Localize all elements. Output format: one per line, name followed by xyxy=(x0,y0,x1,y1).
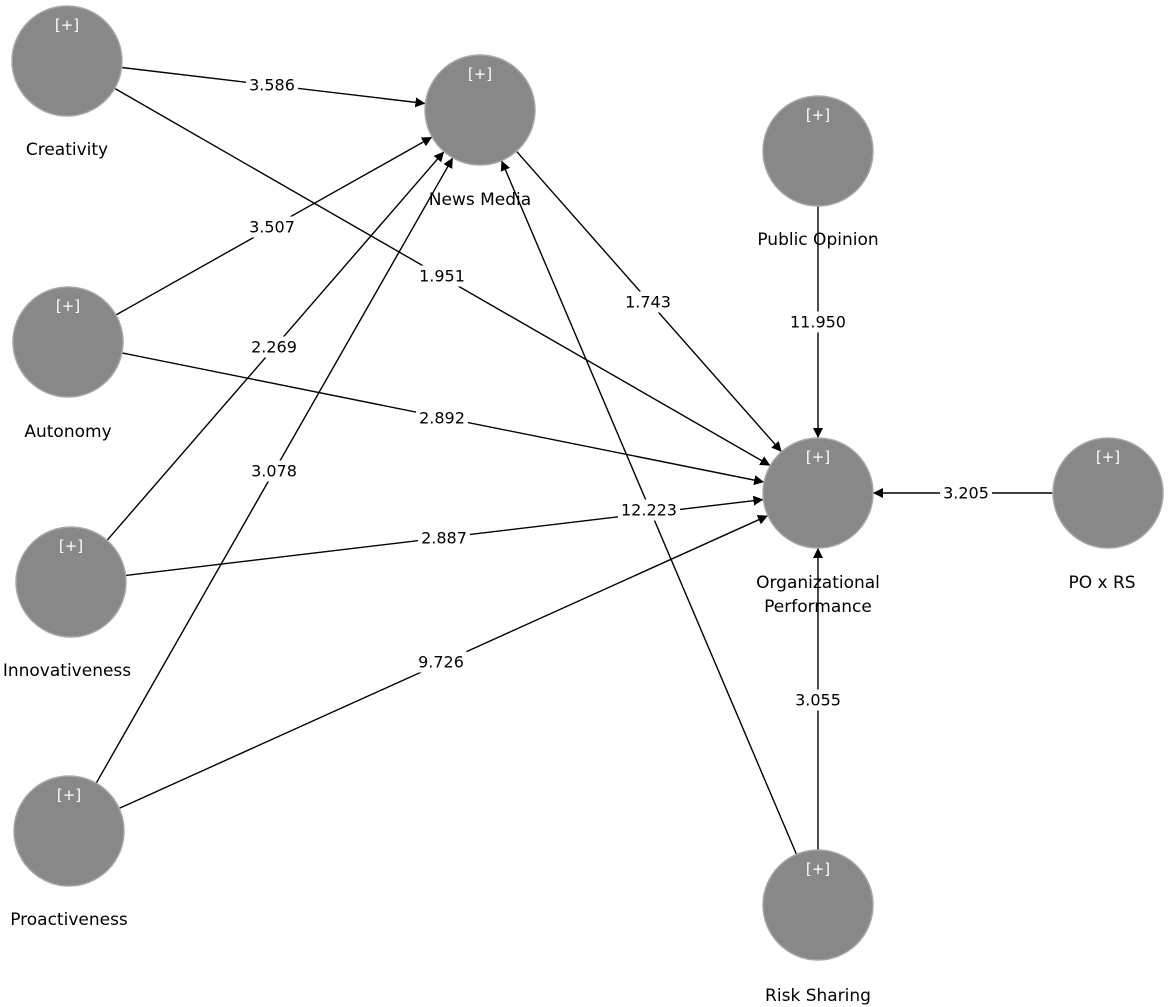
expand-toggle[interactable]: [+] xyxy=(806,448,830,466)
node-innovativeness[interactable]: [+] Innovativeness xyxy=(3,526,131,681)
edge-value-po-x-rs-to-organizational-performance: 3.205 xyxy=(943,484,989,503)
node-label: PO x RS xyxy=(1068,573,1135,593)
edge-value-innovativeness-to-news-media: 2.269 xyxy=(251,338,297,357)
node-po-x-rs[interactable]: [+] PO x RS xyxy=(1052,437,1164,593)
construct-circle[interactable] xyxy=(1052,437,1164,549)
construct-circle[interactable] xyxy=(13,775,125,887)
edge-value-risk-sharing-to-news-media: 12.223 xyxy=(621,501,677,520)
edge-value-background xyxy=(248,336,300,358)
construct-circle[interactable] xyxy=(424,54,536,166)
nodes-layer: [+] Creativity [+] Autonomy [+] Innovativenes… xyxy=(3,5,1164,1006)
edge-value-background xyxy=(622,291,674,313)
expand-toggle[interactable]: [+] xyxy=(468,65,492,83)
edge-value-background xyxy=(416,265,468,287)
edge-value-risk-sharing-to-organizational-performance: 3.055 xyxy=(795,691,841,710)
node-label: Creativity xyxy=(26,140,108,160)
edge-value-proactiveness-to-organizational-performance: 9.726 xyxy=(418,653,464,672)
edge-value-background xyxy=(418,527,470,549)
edge-value-background xyxy=(415,651,467,673)
edge-value-autonomy-to-organizational-performance: 2.892 xyxy=(419,409,465,428)
node-label: News Media xyxy=(429,190,531,210)
edge-value-news-media-to-organizational-performance: 1.743 xyxy=(625,293,671,312)
expand-toggle[interactable]: [+] xyxy=(55,16,79,34)
expand-toggle[interactable]: [+] xyxy=(59,537,83,555)
node-label: Proactiveness xyxy=(10,910,128,930)
expand-toggle[interactable]: [+] xyxy=(806,106,830,124)
expand-toggle[interactable]: [+] xyxy=(57,786,81,804)
edge-value-proactiveness-to-news-media: 3.078 xyxy=(251,462,297,481)
expand-toggle[interactable]: [+] xyxy=(806,860,830,878)
node-label: Autonomy xyxy=(24,422,111,442)
construct-circle[interactable] xyxy=(12,286,124,398)
edge-value-creativity-to-news-media: 3.586 xyxy=(249,76,295,95)
edge-value-creativity-to-organizational-performance: 1.951 xyxy=(419,267,465,286)
expand-toggle[interactable]: [+] xyxy=(1096,448,1120,466)
node-proactiveness[interactable]: [+] Proactiveness xyxy=(10,775,128,930)
construct-circle[interactable] xyxy=(11,5,123,117)
edge-value-background xyxy=(416,407,468,429)
node-label: Performance xyxy=(764,597,872,617)
edge-value-background xyxy=(246,216,298,238)
edge-value-autonomy-to-news-media: 3.507 xyxy=(249,218,295,237)
node-autonomy[interactable]: [+] Autonomy xyxy=(12,286,124,442)
construct-circle[interactable] xyxy=(762,437,874,549)
edge-labels-layer: 3.586 3.507 2.269 3.078 1.951 2.892 2.887 9.726… xyxy=(246,74,992,711)
node-news-media[interactable]: [+] News Media xyxy=(424,54,536,210)
edge-value-background xyxy=(787,311,849,333)
edge-value-innovativeness-to-organizational-performance: 2.887 xyxy=(421,529,467,548)
edge-value-background xyxy=(618,499,680,521)
edge-value-background xyxy=(940,482,992,504)
node-public-opinion[interactable]: [+] Public Opinion xyxy=(757,95,879,250)
edges-layer xyxy=(95,66,1053,855)
edge-value-background xyxy=(792,689,844,711)
node-label: Innovativeness xyxy=(3,661,131,681)
node-label: Organizational xyxy=(756,573,880,593)
edge-value-public-opinion-to-organizational-performance: 11.950 xyxy=(790,313,846,332)
expand-toggle[interactable]: [+] xyxy=(56,297,80,315)
edge-value-background xyxy=(246,74,298,96)
node-label: Public Opinion xyxy=(757,230,878,250)
edge-value-background xyxy=(248,460,300,482)
construct-circle[interactable] xyxy=(762,849,874,961)
node-creativity[interactable]: [+] Creativity xyxy=(11,5,123,160)
node-label: Risk Sharing xyxy=(765,986,871,1006)
construct-circle[interactable] xyxy=(762,95,874,207)
construct-circle[interactable] xyxy=(15,526,127,638)
node-risk-sharing[interactable]: [+] Risk Sharing xyxy=(762,849,874,1006)
